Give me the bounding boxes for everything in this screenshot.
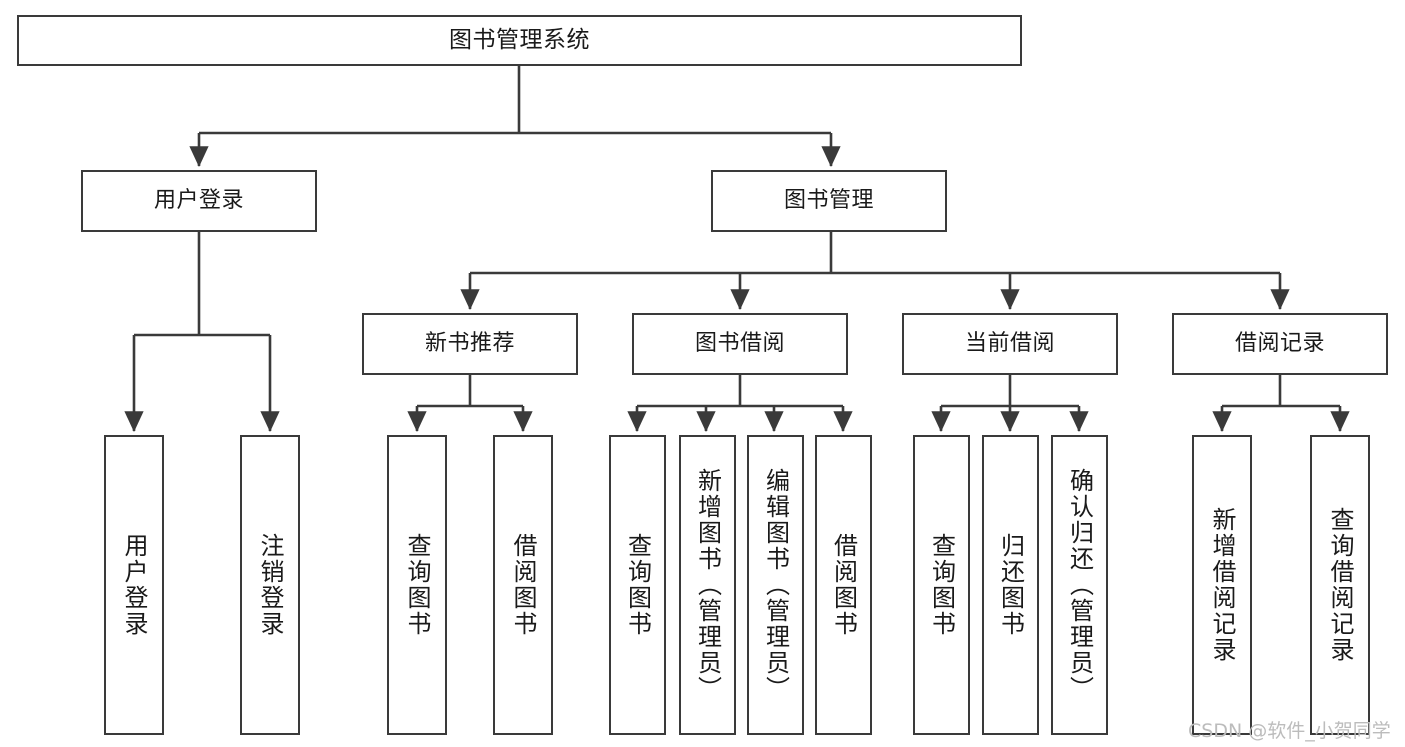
node-label: 编辑图书（管理员）	[761, 468, 790, 702]
node-book-management[interactable]: 图书管理	[711, 170, 947, 232]
node-borrow-record[interactable]: 借阅记录	[1172, 313, 1388, 375]
node-label: 查询借阅记录	[1326, 507, 1354, 663]
node-label: 借阅图书	[509, 533, 537, 637]
node-book-borrow[interactable]: 图书借阅	[632, 313, 848, 375]
leaf-user-login-login[interactable]: 用户登录	[104, 435, 164, 735]
leaf-new-book-query-book[interactable]: 查询图书	[387, 435, 447, 735]
leaf-new-book-borrow-book[interactable]: 借阅图书	[493, 435, 553, 735]
node-label: 注销登录	[256, 533, 284, 637]
node-label: 新增借阅记录	[1208, 507, 1236, 663]
node-label: 用户登录	[120, 533, 148, 637]
node-current-borrow[interactable]: 当前借阅	[902, 313, 1118, 375]
leaf-current-borrow-query-book[interactable]: 查询图书	[913, 435, 970, 735]
leaf-borrow-record-query-record[interactable]: 查询借阅记录	[1310, 435, 1370, 735]
leaf-book-borrow-query-book[interactable]: 查询图书	[609, 435, 666, 735]
leaf-book-borrow-borrow-book[interactable]: 借阅图书	[815, 435, 872, 735]
leaf-book-borrow-add-book-admin[interactable]: 新增图书（管理员）	[679, 435, 736, 735]
node-label: 查询图书	[927, 533, 956, 637]
node-label: 借阅记录	[1234, 331, 1325, 357]
node-root-book-management-system[interactable]: 图书管理系统	[17, 15, 1022, 66]
node-label: 查询图书	[623, 533, 652, 637]
node-label: 确认归还（管理员）	[1065, 468, 1094, 702]
node-label: 当前借阅	[964, 331, 1055, 357]
node-label: 图书管理	[783, 188, 874, 214]
leaf-book-borrow-edit-book-admin[interactable]: 编辑图书（管理员）	[747, 435, 804, 735]
node-user-login[interactable]: 用户登录	[81, 170, 317, 232]
node-label: 新增图书（管理员）	[693, 468, 722, 702]
node-label: 图书借阅	[694, 331, 785, 357]
leaf-user-login-logout[interactable]: 注销登录	[240, 435, 300, 735]
node-label: 新书推荐	[424, 331, 515, 357]
node-label: 查询图书	[403, 533, 431, 637]
leaf-current-borrow-confirm-return-admin[interactable]: 确认归还（管理员）	[1051, 435, 1108, 735]
node-label: 借阅图书	[829, 533, 858, 637]
node-label: 用户登录	[153, 188, 244, 214]
node-label: 图书管理系统	[449, 26, 590, 53]
leaf-current-borrow-return-book[interactable]: 归还图书	[982, 435, 1039, 735]
node-label: 归还图书	[996, 533, 1025, 637]
node-new-book-recommend[interactable]: 新书推荐	[362, 313, 578, 375]
leaf-borrow-record-add-record[interactable]: 新增借阅记录	[1192, 435, 1252, 735]
